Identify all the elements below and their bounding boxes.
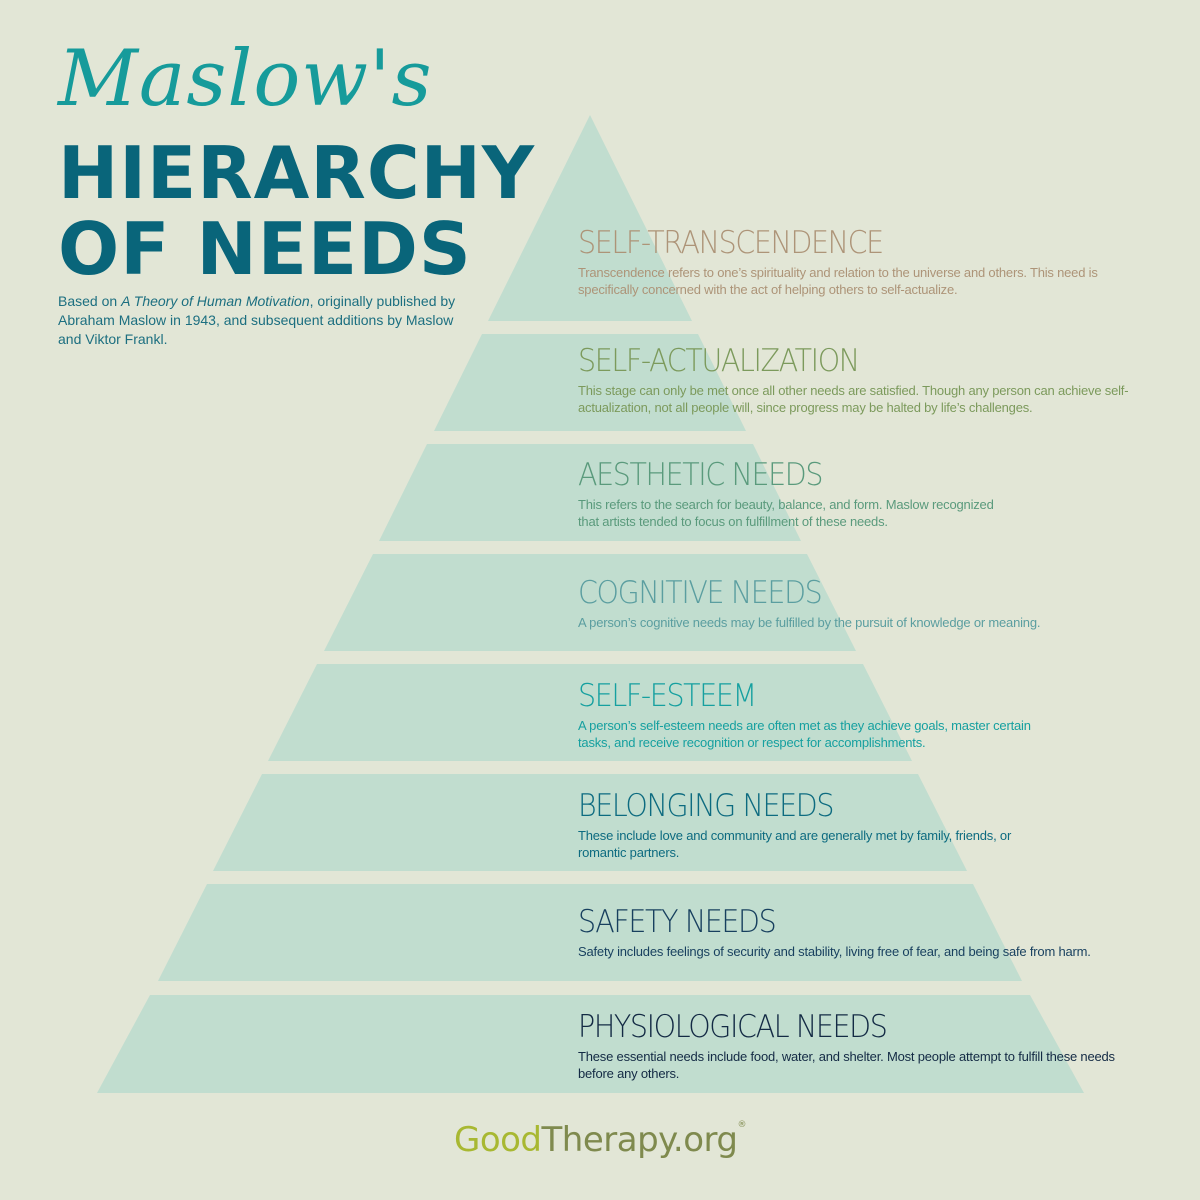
script-title: Maslow's	[58, 34, 433, 124]
registered-mark-icon: ®	[737, 1120, 747, 1130]
brand-good: Good	[453, 1120, 542, 1160]
title-line-1: HIERARCHY	[58, 131, 536, 215]
level-desc: Safety includes feelings of security and…	[578, 944, 1091, 959]
tier-physiological-needs	[97, 995, 1084, 1093]
level-desc: This stage can only be met once all othe…	[578, 383, 1129, 415]
level-name: SELF-ESTEEM	[578, 678, 757, 714]
title-line-2: OF NEEDS	[58, 207, 472, 291]
intro-prefix: Based on	[58, 293, 122, 309]
level-desc: A person’s self-esteem needs are often m…	[578, 718, 1031, 750]
tier-aesthetic-needs	[379, 444, 801, 541]
level-self-esteem: SELF-ESTEEM A person’s self-esteem needs…	[578, 679, 1158, 751]
level-self-actualization: SELF-ACTUALIZATION This stage can only b…	[578, 344, 1158, 416]
tier-self-esteem	[268, 664, 912, 761]
level-belonging-needs: BELONGING NEEDS These include love and c…	[578, 789, 1158, 861]
intro-book-title: A Theory of Human Motivation	[121, 293, 310, 309]
tier-safety-needs	[158, 884, 1022, 981]
level-name: SELF-TRANSCENDENCE	[578, 225, 884, 261]
level-name: PHYSIOLOGICAL NEEDS	[578, 1009, 888, 1045]
level-self-transcendence: SELF-TRANSCENDENCE Transcendence refers …	[578, 226, 1158, 298]
level-desc: A person’s cognitive needs may be fulfil…	[578, 615, 1041, 630]
level-desc: Transcendence refers to one’s spirituali…	[578, 265, 1098, 297]
intro-text: Based on A Theory of Human Motivation, o…	[58, 292, 478, 349]
level-name: AESTHETIC NEEDS	[578, 457, 823, 493]
tier-belonging-needs	[213, 774, 967, 871]
level-desc: This refers to the search for beauty, ba…	[578, 497, 994, 529]
tier-self-actualization	[434, 334, 746, 431]
tier-cognitive-needs	[324, 554, 856, 651]
level-desc: These essential needs include food, wate…	[578, 1049, 1115, 1081]
level-cognitive-needs: COGNITIVE NEEDS A person’s cognitive nee…	[578, 576, 1158, 631]
intro-suffix: , originally published by Abraham Maslow…	[58, 293, 456, 347]
level-name: SAFETY NEEDS	[578, 904, 777, 940]
level-desc: These include love and community and are…	[578, 828, 1012, 860]
page-title: HIERARCHY OF NEEDS	[58, 135, 535, 287]
level-safety-needs: SAFETY NEEDS Safety includes feelings of…	[578, 905, 1158, 960]
level-name: COGNITIVE NEEDS	[578, 575, 823, 611]
brand-logo: GoodTherapy.org®	[0, 1120, 1200, 1160]
level-aesthetic-needs: AESTHETIC NEEDS This refers to the searc…	[578, 458, 1158, 530]
level-name: SELF-ACTUALIZATION	[578, 343, 860, 379]
level-physiological-needs: PHYSIOLOGICAL NEEDS These essential need…	[578, 1010, 1158, 1082]
brand-therapy-org: Therapy.org	[541, 1120, 738, 1160]
level-name: BELONGING NEEDS	[578, 788, 834, 824]
tier-self-transcendence	[488, 115, 692, 321]
